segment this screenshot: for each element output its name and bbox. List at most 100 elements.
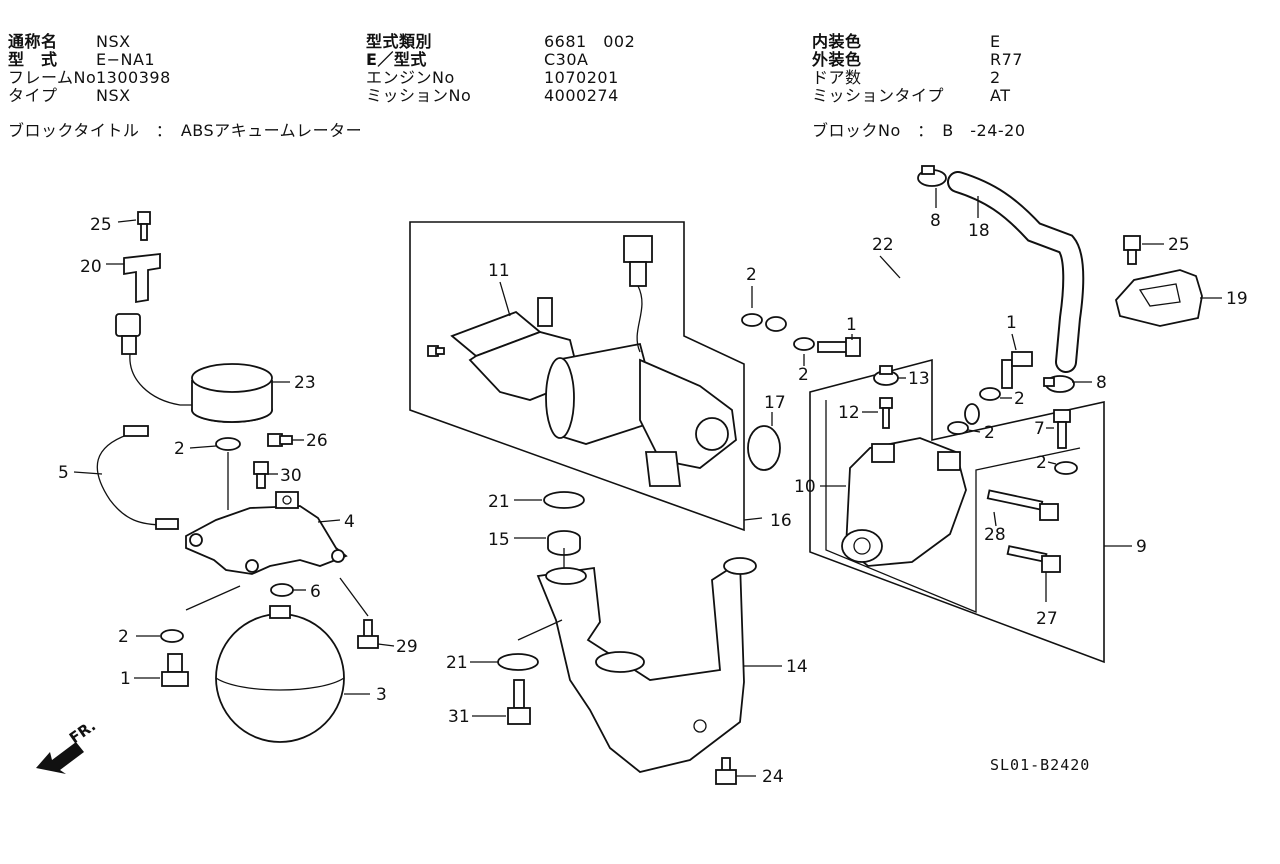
leaders-right xyxy=(751,188,1222,602)
brake-hose-22 xyxy=(765,259,980,425)
value-common-name: NSX xyxy=(96,32,131,51)
label-common-name: 通称名 xyxy=(8,32,58,51)
bracket-20 xyxy=(123,252,161,304)
mount-15 xyxy=(547,530,581,556)
washer-2-e xyxy=(979,387,1001,401)
callout-17: 17 xyxy=(764,393,786,413)
callout-24: 24 xyxy=(762,767,784,787)
value-engine-no: 1070201 xyxy=(544,68,619,87)
value-door-count: 2 xyxy=(990,68,1001,87)
label-transmission-no: ミッションNo xyxy=(366,86,472,105)
callout-30: 30 xyxy=(280,466,302,486)
callout-13: 13 xyxy=(908,369,930,389)
fitting-13 xyxy=(873,365,899,386)
callout-1-a: 1 xyxy=(846,315,857,335)
front-arrow-icon xyxy=(36,742,84,774)
callout-10: 10 xyxy=(794,477,816,497)
screw-12 xyxy=(879,397,893,429)
o-ring-17 xyxy=(747,425,781,471)
clamp-8-right xyxy=(1043,375,1075,393)
label-interior-color: 内装色 xyxy=(812,32,862,51)
bolt-30 xyxy=(253,461,269,489)
drawing-code: SL01-B2420 xyxy=(990,756,1090,774)
callout-2-b: 2 xyxy=(118,627,129,647)
callout-26: 26 xyxy=(306,431,328,451)
washer-2-c xyxy=(741,313,763,327)
leaders-left xyxy=(73,219,395,695)
block-number: ブロックNo ： B -24-20 xyxy=(812,121,1026,140)
assembly-frame-9 xyxy=(809,358,1105,664)
label-type-class: 型式類別 xyxy=(366,32,433,51)
callout-20: 20 xyxy=(80,257,102,277)
washer-2-g xyxy=(1054,461,1078,475)
bolt-24 xyxy=(715,757,737,785)
callout-16: 16 xyxy=(770,511,792,531)
label-transmission-type: ミッションタイプ xyxy=(812,86,945,105)
callout-31: 31 xyxy=(448,707,470,727)
bolt-27 xyxy=(1006,545,1061,573)
leaders-center xyxy=(470,281,782,777)
o-ring-6 xyxy=(270,583,294,597)
label-engine-no: エンジンNo xyxy=(366,68,455,87)
callout-3: 3 xyxy=(376,685,387,705)
accumulator-sphere-3 xyxy=(215,605,345,743)
value-frame-no: 1300398 xyxy=(96,68,171,87)
callout-2-c: 2 xyxy=(746,265,757,285)
label-engine-model: E／型式 xyxy=(366,50,427,69)
callout-15: 15 xyxy=(488,530,510,550)
pipe-5 xyxy=(96,425,179,530)
value-type: NSX xyxy=(96,86,131,105)
callout-25-left: 25 xyxy=(90,215,112,235)
bolt-31 xyxy=(507,679,531,725)
value-exterior-color: R77 xyxy=(990,50,1023,69)
callout-2-d: 2 xyxy=(798,365,809,385)
bolt-26 xyxy=(267,433,293,447)
callout-27: 27 xyxy=(1036,609,1058,629)
callout-2-e: 2 xyxy=(1014,389,1025,409)
callouts: 25 20 23 26 30 5 2 4 6 2 29 1 3 11 16 17… xyxy=(58,211,1248,787)
callout-21-top: 21 xyxy=(488,492,510,512)
value-transmission-type: AT xyxy=(990,86,1011,105)
assembly-frame-9-inner xyxy=(825,400,1081,613)
sensor-connector xyxy=(115,313,196,406)
callout-9: 9 xyxy=(1136,537,1147,557)
value-interior-color: E xyxy=(990,32,1001,51)
value-engine-model: C30A xyxy=(544,50,589,69)
assembly-frame-16 xyxy=(409,221,745,532)
callout-2-f: 2 xyxy=(984,423,995,443)
screw-small-center xyxy=(427,345,445,357)
clamp-8-top xyxy=(917,165,947,187)
accumulator-cap-23 xyxy=(191,363,273,423)
washer-2-b xyxy=(160,629,184,643)
callout-2-a: 2 xyxy=(174,439,185,459)
modulator-10 xyxy=(841,437,967,567)
pump-motor-11 xyxy=(450,297,737,487)
hose-18 xyxy=(947,171,1085,373)
callout-19: 19 xyxy=(1226,289,1248,309)
bleeder-7 xyxy=(1053,409,1071,449)
callout-8-right: 8 xyxy=(1096,373,1107,393)
callout-29: 29 xyxy=(396,637,418,657)
callout-18: 18 xyxy=(968,221,990,241)
washer-2-f xyxy=(947,421,969,435)
bolt-25-right xyxy=(1123,235,1141,265)
valve-body-4 xyxy=(185,491,348,575)
bolt-29 xyxy=(357,619,379,649)
bracket-14 xyxy=(536,557,757,773)
pump-connector-wire xyxy=(623,235,653,353)
label-frame-no: フレームNo xyxy=(8,68,97,87)
washer-2-a xyxy=(215,437,241,451)
callout-8-top: 8 xyxy=(930,211,941,231)
bolt-25-left xyxy=(137,211,151,241)
label-type: タイプ xyxy=(8,86,58,105)
block-title: ブロックタイトル ： ABSアキュームレーター xyxy=(8,121,363,140)
washer-2-d xyxy=(793,337,815,351)
value-transmission-no: 4000274 xyxy=(544,86,619,105)
callout-2-g: 2 xyxy=(1036,453,1047,473)
callout-25-right: 25 xyxy=(1168,235,1190,255)
callout-22: 22 xyxy=(872,235,894,255)
callout-23: 23 xyxy=(294,373,316,393)
callout-7: 7 xyxy=(1034,419,1045,439)
callout-21-bottom: 21 xyxy=(446,653,468,673)
